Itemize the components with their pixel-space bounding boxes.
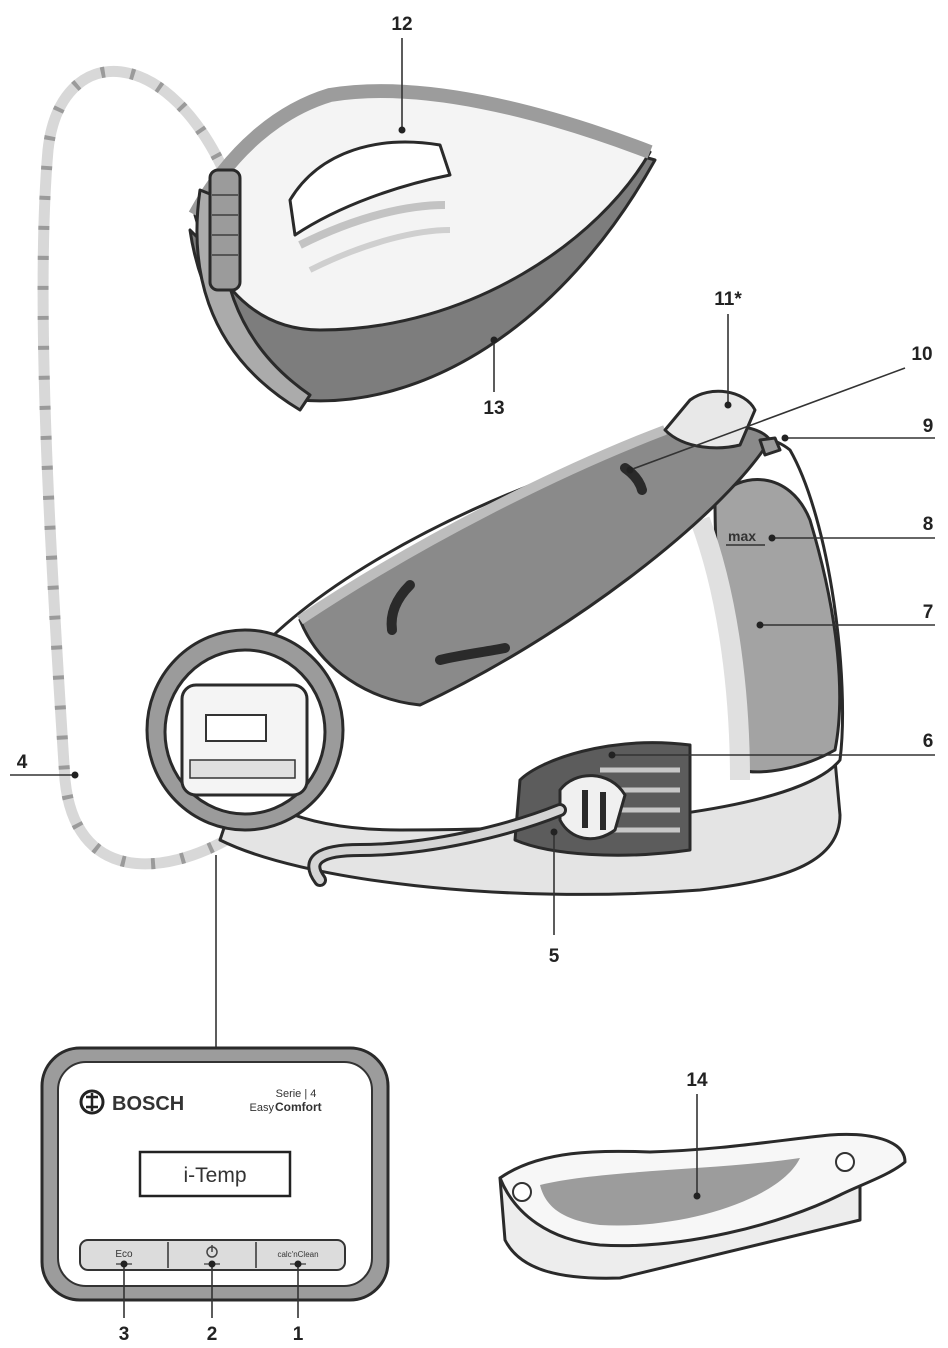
base-station (145, 389, 845, 896)
panel-series-line1: Serie | 4 (276, 1088, 317, 1100)
calcnclean-button-label: calc'nClean (277, 1250, 318, 1259)
callout-12: 12 (391, 14, 412, 35)
callout-1: 1 (293, 1324, 304, 1345)
iron (188, 84, 657, 412)
callout-4: 4 (17, 752, 28, 773)
power-icon (206, 1245, 218, 1258)
bosch-logo-icon (79, 1089, 105, 1115)
callout-8: 8 (923, 514, 934, 535)
callout-13: 13 (483, 398, 504, 419)
callout-14: 14 (686, 1070, 708, 1091)
eco-button-label: Eco (115, 1249, 133, 1260)
callout-5: 5 (549, 946, 560, 967)
steam-hose (37, 66, 238, 870)
callout-2: 2 (207, 1324, 218, 1345)
callout-10: 10 (911, 344, 932, 365)
panel-series-easy: Easy (250, 1102, 275, 1114)
callout-3: 3 (119, 1324, 130, 1345)
panel-brand: BOSCH (112, 1093, 184, 1115)
control-panel-detail (40, 1046, 390, 1302)
descaling-tray (498, 1132, 907, 1280)
callout-9: 9 (923, 416, 934, 437)
panel-series-comfort: Comfort (275, 1100, 322, 1114)
leader-lines (10, 38, 935, 1318)
tank-max-label: max (728, 528, 756, 544)
panel-display-text: i-Temp (183, 1164, 246, 1187)
callout-7: 7 (923, 602, 934, 623)
callout-6: 6 (923, 731, 934, 752)
callout-11: 11* (714, 289, 742, 310)
